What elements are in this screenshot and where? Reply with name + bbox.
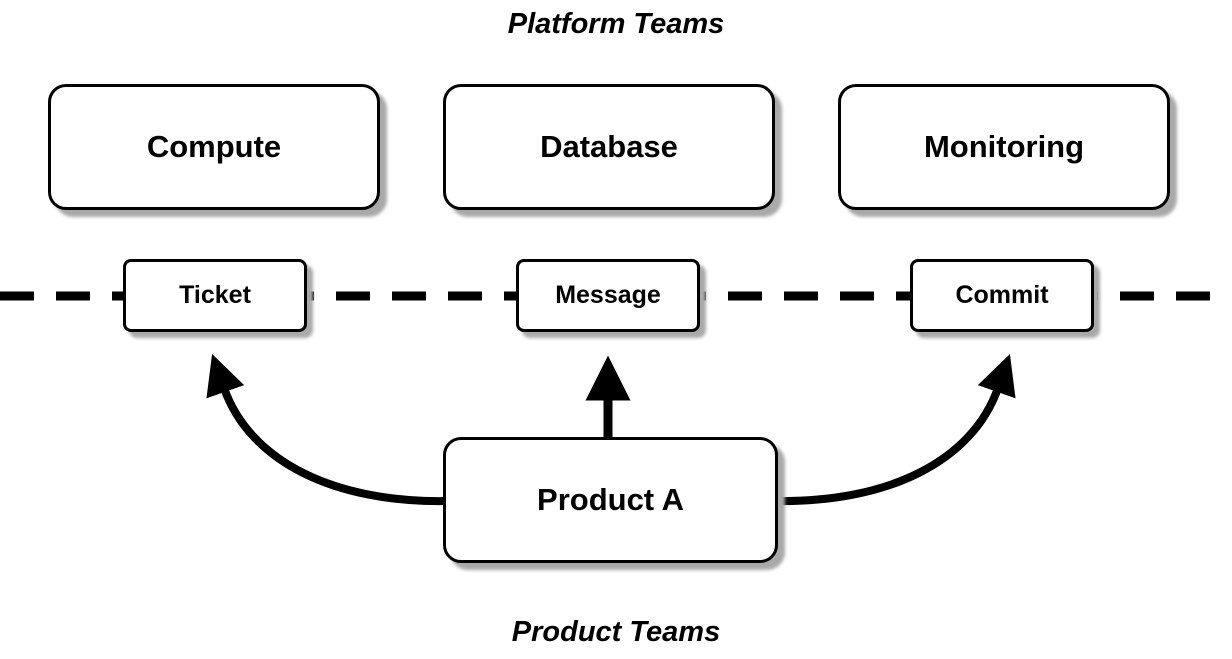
platform-teams-label: Platform Teams (507, 8, 725, 40)
interface-box-commit: Commit (910, 259, 1094, 332)
platform-box-monitoring: Monitoring (838, 84, 1170, 210)
product-box-a-label: Product A (537, 482, 684, 517)
platform-box-compute-label: Compute (146, 129, 282, 164)
interface-box-ticket-label: Ticket (179, 281, 251, 309)
arrow-product-to-commit (774, 354, 1016, 506)
product-box-a: Product A (443, 437, 778, 563)
interface-box-commit-label: Commit (955, 281, 1049, 309)
interface-box-message: Message (516, 259, 700, 332)
platform-box-compute: Compute (48, 84, 380, 210)
platform-box-database: Database (443, 84, 775, 210)
interface-box-ticket: Ticket (123, 259, 307, 332)
platform-box-monitoring-label: Monitoring (923, 129, 1085, 164)
product-teams-label: Product Teams (511, 616, 721, 648)
interface-box-message-label: Message (555, 281, 661, 309)
arrow-product-to-ticket (206, 354, 448, 506)
platform-box-database-label: Database (540, 129, 678, 164)
